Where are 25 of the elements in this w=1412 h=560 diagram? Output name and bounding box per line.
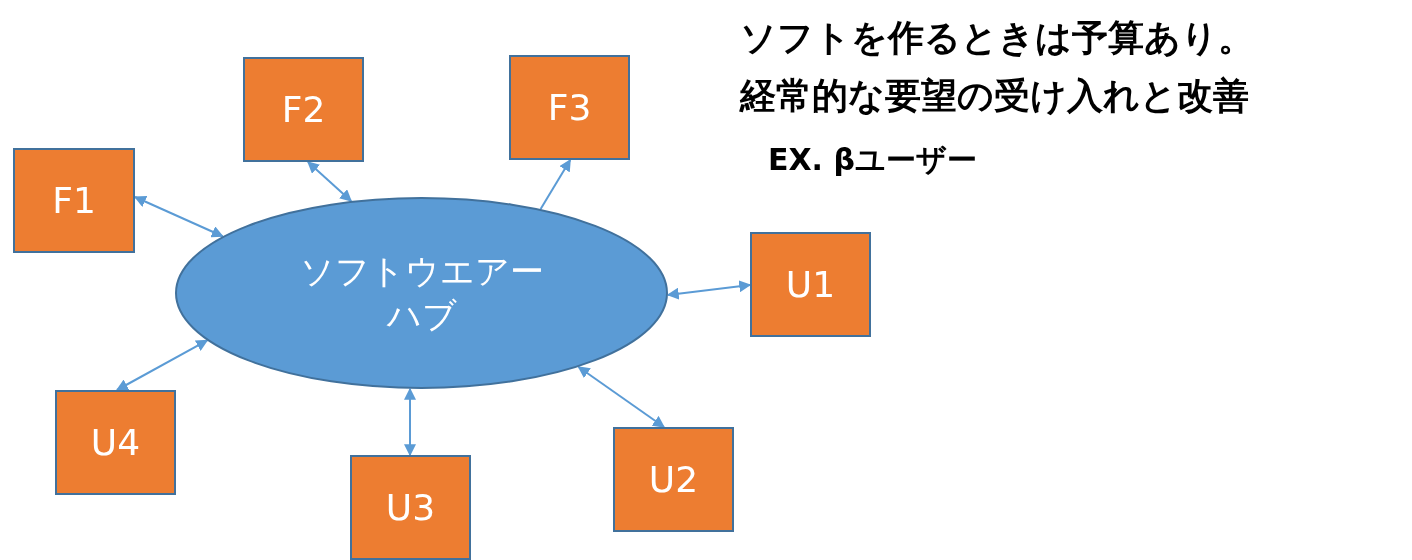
arrow [115,339,209,391]
node-label: F2 [281,89,326,130]
process-box [613,427,734,532]
process-box [350,455,471,560]
arrow [577,366,665,428]
note-text: 経常的な要望の受け入れと改善 [740,74,1249,118]
arrow [404,387,416,457]
hub-ellipse [175,197,668,389]
node-label: F3 [547,87,592,128]
process-box [243,57,364,162]
node-label: U2 [648,459,699,500]
node-label: ソフトウエアーハブ [299,249,544,337]
node-label: F1 [52,180,96,221]
process-box [509,55,630,160]
process-box [13,148,135,253]
node-label: U4 [90,422,141,463]
arrow [666,280,752,300]
note-text: ソフトを作るときは予算あり。 [740,16,1254,60]
arrow [307,161,353,202]
process-box [55,390,176,495]
arrow [539,158,572,210]
node-label: U1 [785,264,836,305]
note-text: EX. βユーザー [768,141,977,179]
node-label: U3 [385,487,436,528]
process-box [750,232,871,337]
